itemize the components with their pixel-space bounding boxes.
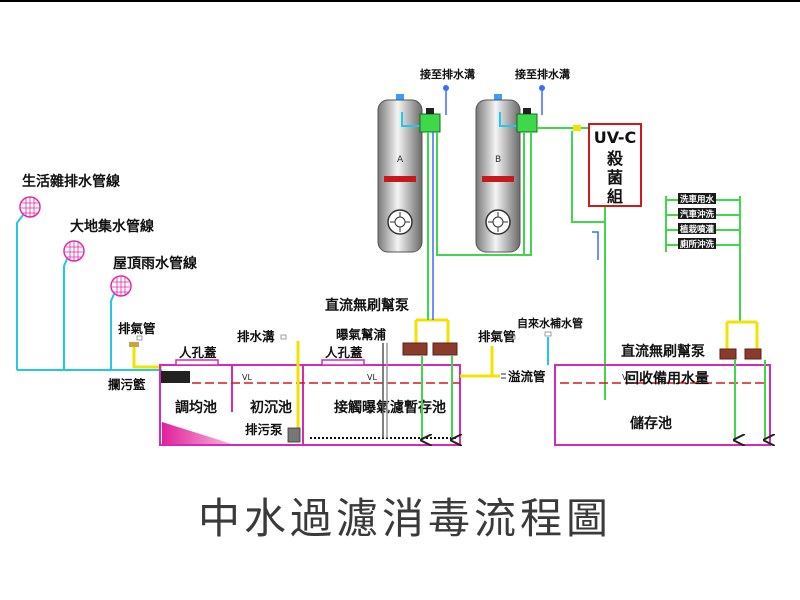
dc-pump-right-1 bbox=[719, 348, 737, 360]
reuse-outlets: 洗車用水 汽車沖洗 植栽噴灌 廁所沖洗 bbox=[665, 193, 741, 322]
tank-b-cap bbox=[494, 94, 502, 101]
tank-b-valve-handle bbox=[523, 108, 531, 114]
tank-b-top-pipe bbox=[499, 112, 518, 127]
dc-pump-left-label: 直流無刷幫泵 bbox=[325, 297, 409, 314]
outlet-dot-a bbox=[443, 85, 449, 91]
use-tag-2 bbox=[678, 208, 716, 219]
storage-tank: VL 回收備用水量 儲存池 bbox=[554, 360, 771, 446]
manhole-cover-1 bbox=[175, 359, 219, 366]
treatment-tank-outline bbox=[159, 364, 461, 446]
primary-tank-label: 初沉池 bbox=[250, 399, 292, 416]
drain-grid-icon bbox=[112, 276, 130, 296]
inlet-label-ground: 大地集水管線 bbox=[70, 218, 154, 235]
sludge-pump-icon bbox=[287, 427, 301, 443]
vent-left-label: 排氣管 bbox=[118, 321, 156, 336]
tank-a-top-pipe bbox=[401, 112, 422, 127]
tank-a-valve-handle bbox=[426, 108, 434, 114]
drain-label: 排水溝 bbox=[237, 329, 275, 344]
vent-left-cap bbox=[129, 342, 139, 347]
uvc-box bbox=[588, 123, 642, 207]
sludge-slope bbox=[162, 422, 232, 444]
use-label-car-rinse: 汽車沖洗 bbox=[680, 209, 715, 220]
vent-right-label: 排氣管 bbox=[478, 329, 516, 344]
uvc-inlet-fitting bbox=[573, 125, 581, 131]
inlet-pipe-1 bbox=[16, 214, 24, 370]
diagram-title: 中水過濾消毒流程圖 bbox=[198, 494, 612, 543]
outlet-label-a: 接至排水溝 bbox=[420, 67, 475, 81]
outlet-label-b: 接至排水溝 bbox=[515, 67, 570, 81]
manhole-cover-2 bbox=[321, 359, 365, 366]
filter-link-line bbox=[436, 132, 532, 256]
use-label-car-wash-water: 洗車用水 bbox=[680, 194, 715, 205]
uvc-drain-hook bbox=[592, 231, 599, 260]
tank-b-window bbox=[485, 209, 511, 235]
uvc-unit: UV-C 殺 菌 組 bbox=[588, 123, 642, 207]
tank-a-letter: A bbox=[397, 155, 404, 165]
vent-left-pipe bbox=[132, 346, 162, 369]
water-level-mark-3: VL bbox=[622, 373, 632, 382]
use-label-irrigation: 植栽噴灌 bbox=[679, 224, 715, 235]
uvc-char-2: 菌 bbox=[607, 168, 623, 187]
water-level-mark-1: VL bbox=[242, 373, 252, 382]
uvc-bypass-line bbox=[571, 131, 605, 223]
filter-tank-a: A bbox=[377, 94, 441, 253]
overflow-label: 溢流管 bbox=[508, 369, 546, 384]
outlet-dot-b bbox=[539, 85, 545, 91]
use-tag-3 bbox=[678, 223, 716, 234]
inlet-drain-icon-3 bbox=[110, 275, 132, 297]
dc-pump-right-label: 直流無刷幫泵 bbox=[621, 343, 705, 360]
drain-grid-icon bbox=[21, 197, 39, 217]
tank-a-window bbox=[387, 209, 413, 235]
uvc-char-1: 殺 bbox=[606, 149, 624, 168]
aeration-pump-label: 曝氣幫浦 bbox=[336, 327, 387, 342]
tank-a-cap bbox=[396, 94, 404, 101]
vent-right-marker-icon bbox=[509, 334, 516, 340]
drain-marker-icon bbox=[280, 334, 287, 340]
tank-b-window-spokes bbox=[488, 212, 508, 232]
dc-pump-left-1 bbox=[402, 342, 428, 356]
tank-b-letter: B bbox=[495, 155, 501, 165]
inlet-drain-icon-2 bbox=[63, 240, 85, 262]
filter-tank-b: B bbox=[475, 94, 538, 253]
tank-a-nameplate bbox=[384, 176, 416, 182]
inlet-pipe-3 bbox=[110, 293, 115, 370]
overflow-pipe-end-icon bbox=[501, 373, 506, 379]
tap-water-marker-icon bbox=[544, 331, 552, 337]
screen-basket-label: 攔污籃 bbox=[108, 377, 146, 392]
storage-tank-label: 儲存池 bbox=[629, 415, 672, 432]
uvc-label: UV-C bbox=[594, 128, 637, 147]
screen-basket-device bbox=[160, 371, 190, 383]
manhole-label-1: 人孔蓋 bbox=[179, 345, 217, 360]
contact-tank-label: 接觸曝氣濾暫存池 bbox=[334, 399, 446, 416]
treatment-tank: 人孔蓋 人孔蓋 VL VL 調均池 初沉池 接觸曝氣濾暫存池 bbox=[159, 345, 461, 446]
use-label-toilet-flush: 廁所沖洗 bbox=[680, 239, 715, 250]
tank-b-valve-icon bbox=[516, 113, 538, 133]
manhole-label-2: 人孔蓋 bbox=[325, 345, 363, 360]
use-tag-1 bbox=[678, 193, 716, 204]
drain-grid-icon bbox=[65, 241, 83, 261]
inlet-pipe-2 bbox=[63, 258, 68, 370]
vent-left-marker-icon bbox=[136, 335, 143, 341]
sludge-pump-label: 排污泵 bbox=[245, 422, 283, 437]
tap-water-label: 自來水補水管 bbox=[517, 316, 583, 330]
tank-b-nameplate bbox=[482, 176, 514, 182]
recycled-water-label: 回收備用水量 bbox=[625, 370, 709, 387]
equalization-tank-label: 調均池 bbox=[175, 399, 217, 416]
dc-pump-right-2 bbox=[744, 348, 762, 360]
inlet-drain-icon-1 bbox=[19, 196, 41, 218]
inlet-label-domestic: 生活雜排水管線 bbox=[22, 173, 120, 190]
tank-a-valve-icon bbox=[419, 113, 441, 133]
storage-tank-outline bbox=[554, 364, 771, 446]
tank-a-window-spokes bbox=[390, 212, 410, 232]
inlet-label-roof: 屋頂雨水管線 bbox=[113, 255, 197, 272]
uvc-char-3: 組 bbox=[607, 187, 623, 206]
use-tag-4 bbox=[678, 238, 716, 249]
water-level-mark-2: VL bbox=[367, 373, 377, 382]
dc-pump-left-2 bbox=[432, 342, 458, 356]
inlet-group: 生活雜排水管線 大地集水管線 屋頂雨水管線 bbox=[16, 173, 197, 371]
